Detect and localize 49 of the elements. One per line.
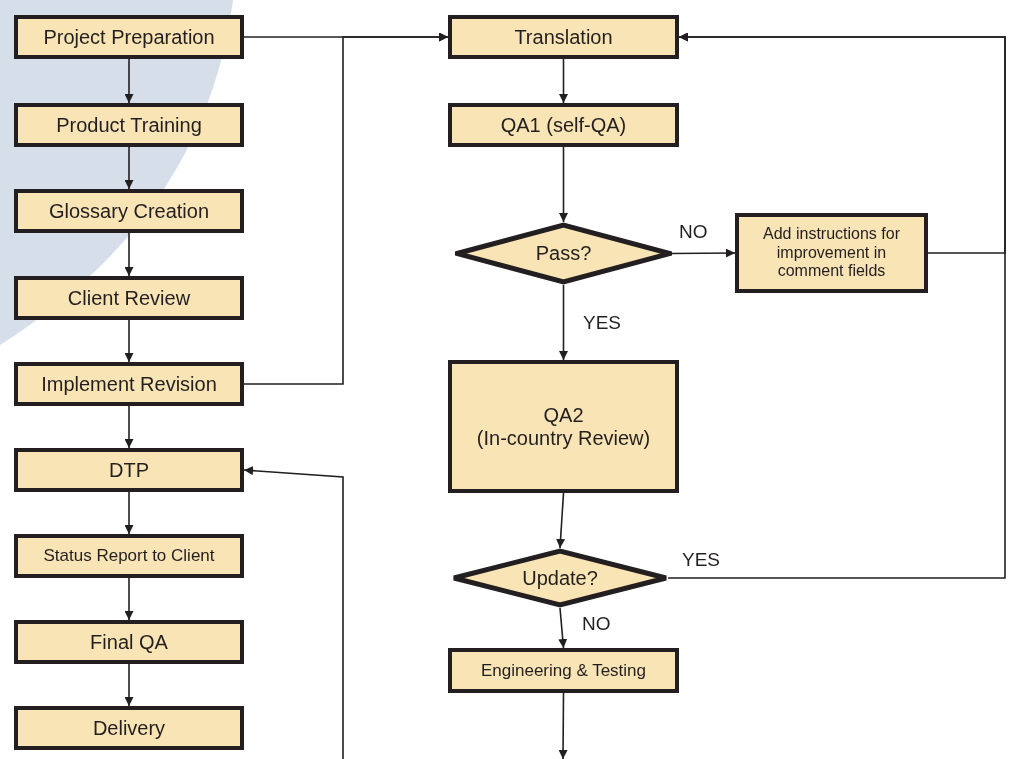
step-label: DTP [109, 458, 149, 482]
arrow [124, 232, 134, 277]
process-box [448, 648, 679, 693]
arrow [124, 405, 134, 449]
step-label: Product Training [56, 113, 202, 137]
step-label: Update? [522, 566, 598, 590]
process-box [14, 534, 244, 578]
step-label: Delivery [92, 716, 166, 740]
arrow [243, 32, 449, 385]
arrow [124, 491, 134, 535]
process-box [448, 103, 679, 147]
step-label: Add instructions for improvement in comment fields [762, 225, 901, 281]
arrow [559, 284, 568, 361]
process-box [14, 362, 244, 406]
arrow [559, 58, 568, 104]
step-label: Pass? [535, 242, 592, 265]
arrow [671, 248, 736, 258]
arrow [558, 607, 568, 649]
arrow [243, 466, 344, 759]
process-box [14, 189, 244, 233]
process-box [448, 15, 679, 59]
arrow [124, 146, 134, 190]
step-label: Status Report to Client [43, 546, 215, 566]
step-label: QA1 (self-QA) [500, 113, 627, 137]
arrow [678, 32, 1006, 254]
step-label: Engineering & Testing [480, 660, 647, 681]
process-box [14, 706, 244, 750]
arrow [559, 146, 568, 223]
process-box [14, 103, 244, 147]
step-label: QA2 [543, 403, 584, 427]
process-box [448, 360, 679, 493]
process-box [14, 276, 244, 320]
process-box [14, 15, 244, 59]
arrow [124, 577, 134, 621]
arrow [124, 58, 134, 104]
process-box [14, 448, 244, 492]
process-box [14, 620, 244, 664]
step-label: Final QA [90, 630, 168, 654]
step-label: Project Preparation [43, 25, 215, 49]
step-label: Implement Revision [41, 372, 217, 396]
step-label: Glossary Creation [48, 199, 210, 223]
arrow [124, 319, 134, 363]
step-label: Translation [514, 25, 613, 49]
process-box [735, 213, 928, 293]
arrow [556, 492, 566, 549]
arrow [558, 692, 568, 759]
arrow [124, 663, 134, 707]
step-label: (In-country Review) [476, 426, 651, 450]
step-label: Client Review [67, 286, 191, 310]
